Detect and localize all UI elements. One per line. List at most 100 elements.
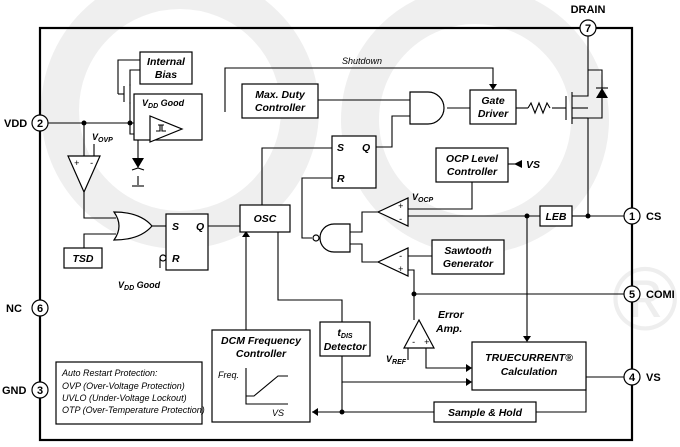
max-duty-block: Max. Duty Controller — [241, 83, 319, 119]
ocp-level-line1: OCP Level — [446, 153, 499, 165]
error-amp-line2: Amp. — [435, 323, 462, 335]
pin-comi: 5 COMI — [623, 285, 675, 303]
error-amplifier: - + Error Amp. — [402, 309, 465, 349]
truecurrent-line2: Calculation — [501, 366, 558, 378]
sr-latch-1: S R Q — [159, 213, 209, 271]
protection-note-0: Auto Restart Protection: — [61, 368, 158, 378]
vdd-good-comparator: VDD Good — [133, 93, 203, 143]
nand-gate — [312, 223, 351, 253]
pin-vs-number: 4 — [629, 372, 636, 384]
chip-outline — [38, 26, 634, 442]
pin-nc-number: 6 — [37, 303, 43, 315]
tdis-line2: Detector — [324, 341, 368, 353]
gate-driver-line1: Gate — [481, 95, 505, 107]
osc-block: OSC — [239, 204, 291, 233]
sawtooth-line2: Generator — [443, 258, 494, 270]
shutdown-label: Shutdown — [342, 56, 382, 66]
erramp-minus: - — [412, 337, 415, 347]
ocp-level-line2: Controller — [447, 166, 498, 178]
pwm-minus: - — [399, 251, 402, 261]
error-amp-line1: Error — [438, 309, 465, 321]
truecurrent-block: TRUECURRENT® Calculation — [471, 341, 587, 391]
sr2-q: Q — [362, 142, 370, 154]
pin-vs: 4 VS — [623, 368, 661, 386]
sawtooth-block: Sawtooth Generator — [431, 239, 505, 275]
ovp-plus: + — [74, 158, 79, 168]
tsd-label: TSD — [73, 253, 94, 265]
ocp-vs-input-label: VS — [526, 159, 540, 171]
sample-hold-label: Sample & Hold — [448, 407, 523, 419]
ocp-comparator: + - — [376, 197, 409, 227]
tdis-line1: tDIS — [337, 327, 353, 340]
internal-bias-line2: Bias — [155, 69, 177, 81]
pin-gnd: 3 GND — [2, 381, 49, 399]
pin-drain: 7 DRAIN — [571, 4, 606, 37]
protection-note-3: OTP (Over-Temperature Protection) — [62, 405, 205, 415]
pin-vdd-label: VDD — [4, 118, 27, 130]
vovp-label: VOVP — [92, 132, 113, 144]
truecurrent-line1: TRUECURRENT® — [485, 352, 573, 364]
dcm-freq-axis: Freq. — [218, 370, 239, 380]
osc-label: OSC — [254, 213, 277, 225]
dcm-vs-axis: VS — [272, 408, 284, 418]
vref-label: VREF — [386, 354, 407, 366]
pin-gnd-label: GND — [2, 385, 27, 397]
tsd-block: TSD — [63, 247, 103, 269]
dcm-line2: Controller — [236, 348, 287, 360]
protection-note-2: UVLO (Under-Voltage Lockout) — [62, 393, 187, 403]
ocp-plus: + — [398, 201, 403, 211]
pin-nc: 6 NC — [6, 299, 49, 317]
sr1-r: R — [172, 253, 180, 265]
pin-nc-label: NC — [6, 303, 22, 315]
pin-cs: 1 CS — [623, 207, 661, 225]
gate-driver-block: Gate Driver — [469, 89, 517, 125]
pin-gnd-number: 3 — [37, 385, 43, 397]
ocp-level-block: OCP Level Controller — [435, 147, 509, 198]
sr1-q: Q — [196, 221, 204, 233]
vocp-label: VOCP — [412, 192, 434, 204]
sr2-r: R — [337, 173, 345, 185]
junctions — [81, 120, 591, 415]
bias-mosfet — [117, 59, 150, 104]
leb-block: LEB — [539, 205, 573, 227]
pin-cs-number: 1 — [629, 211, 635, 223]
vdd-good-top-label: VDD Good — [142, 98, 185, 110]
watermark-registered-mark: ® — [612, 250, 678, 350]
tdis-detector-block: tDIS Detector — [319, 321, 371, 357]
pwm-comparator: - + — [376, 247, 409, 277]
pin-vs-label: VS — [646, 372, 661, 384]
ocp-minus: - — [399, 214, 402, 224]
pin-comi-number: 5 — [629, 289, 635, 301]
protection-notes-box: Auto Restart Protection: OVP (Over-Volta… — [55, 361, 205, 425]
internal-bias-block: Internal Bias — [139, 51, 193, 85]
vdd-good-bottom-label: VDD Good — [118, 280, 161, 292]
arrowheads — [242, 84, 531, 416]
ovp-minus: - — [90, 158, 93, 168]
sr1-s: S — [172, 221, 179, 233]
and-gate — [409, 91, 445, 125]
internal-bias-line1: Internal — [147, 56, 186, 68]
protection-note-1: OVP (Over-Voltage Protection) — [62, 381, 185, 391]
pwm-plus: + — [398, 264, 403, 274]
pin-vdd: 2 VDD — [4, 114, 49, 132]
dcm-line1: DCM Frequency — [221, 335, 302, 347]
reference-zener — [131, 158, 145, 187]
pin-drain-label: DRAIN — [571, 4, 606, 16]
erramp-plus: + — [424, 337, 429, 347]
sample-hold-block: Sample & Hold — [433, 401, 537, 423]
max-duty-line1: Max. Duty — [255, 89, 306, 101]
gate-resistor — [527, 101, 551, 115]
pin-drain-number: 7 — [585, 23, 591, 35]
pin-vdd-number: 2 — [37, 118, 43, 130]
sr-latch-2: S R Q — [331, 135, 377, 189]
max-duty-line2: Controller — [255, 102, 306, 114]
ovp-comparator: + - — [67, 144, 101, 194]
sr2-s: S — [337, 142, 344, 154]
gate-driver-line2: Driver — [478, 108, 509, 120]
or-gate — [112, 211, 153, 241]
sawtooth-line1: Sawtooth — [444, 245, 491, 257]
leb-label: LEB — [546, 211, 567, 223]
power-mosfet — [565, 69, 608, 124]
pin-cs-label: CS — [646, 211, 661, 223]
